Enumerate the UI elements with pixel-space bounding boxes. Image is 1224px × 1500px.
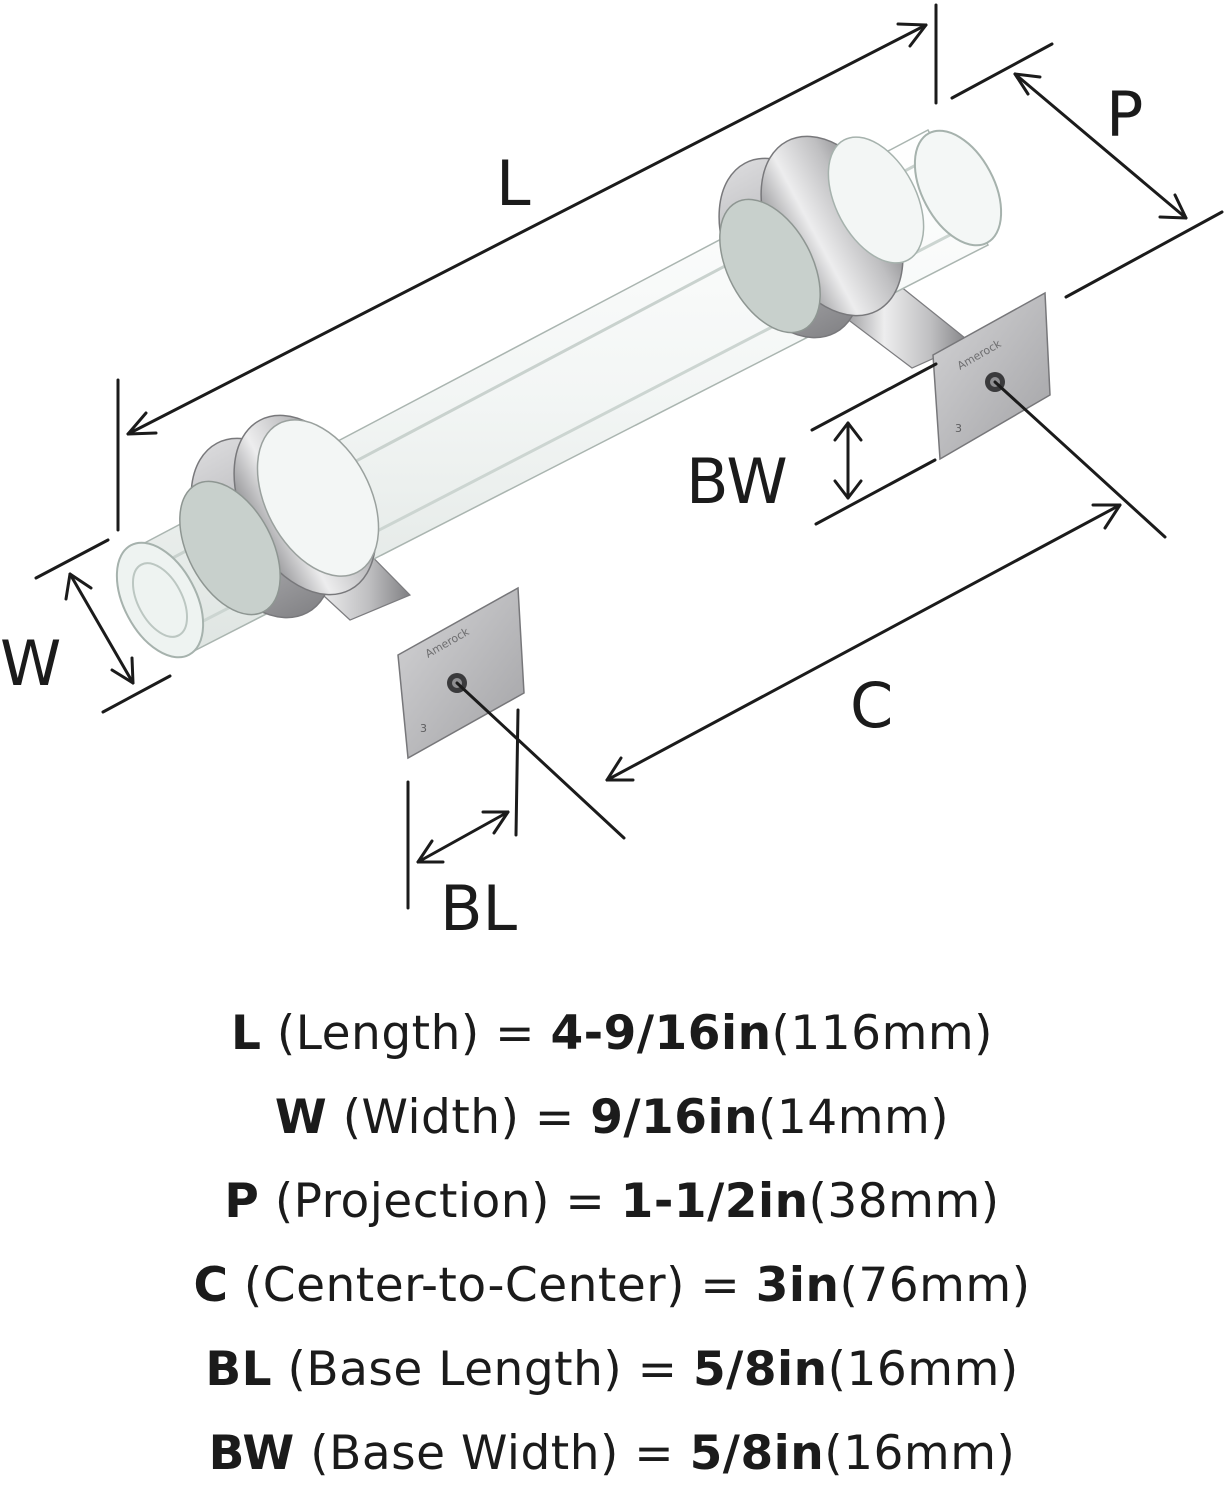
spec-imperial: 5/8in — [692, 1342, 828, 1397]
spec-row-center-to-center: C (Center-to-Center) = 3in(76mm) — [0, 1244, 1224, 1328]
spec-metric: (16mm) — [824, 1426, 1016, 1481]
dimension-spec-list: L (Length) = 4-9/16in(116mm) W (Width) =… — [0, 992, 1224, 1496]
spec-metric: (116mm) — [771, 1006, 993, 1061]
spec-name: (Base Length) = — [287, 1342, 693, 1397]
spec-imperial: 1-1/2in — [620, 1174, 809, 1229]
spec-row-projection: P (Projection) = 1-1/2in(38mm) — [0, 1160, 1224, 1244]
spec-name: (Base Width) = — [310, 1426, 690, 1481]
spec-imperial: 3in — [755, 1258, 840, 1313]
right-plate-number: 3 — [955, 422, 962, 435]
center-to-center-label: C — [850, 669, 893, 742]
spec-code: C — [193, 1258, 229, 1313]
left-base-plate — [397, 586, 525, 760]
center-line-left — [455, 681, 626, 840]
spec-imperial: 5/8in — [689, 1426, 825, 1481]
spec-imperial: 4-9/16in — [550, 1006, 772, 1061]
spec-metric: (16mm) — [827, 1342, 1019, 1397]
spec-name: (Length) = — [276, 1006, 551, 1061]
spec-row-width: W (Width) = 9/16in(14mm) — [0, 1076, 1224, 1160]
base-length-label: BL — [440, 872, 518, 945]
left-collar — [179, 414, 380, 619]
spec-code: L — [231, 1006, 262, 1061]
left-plate-number: 3 — [420, 722, 427, 735]
width-extension-bottom — [101, 674, 172, 714]
base-width-extension-top — [810, 362, 938, 432]
spec-code: BW — [208, 1426, 295, 1481]
spec-name: (Center-to-Center) = — [243, 1258, 756, 1313]
spec-code: P — [224, 1174, 260, 1229]
width-label: W — [0, 627, 61, 700]
spec-metric: (38mm) — [808, 1174, 1000, 1229]
cabinet-pull-illustration: Amerock 3 Amerock 3 — [115, 128, 1051, 760]
spec-name: (Width) = — [342, 1090, 591, 1145]
width-extension-top — [34, 538, 110, 580]
projection-extension-top — [950, 42, 1054, 100]
length-dimension-line — [126, 23, 928, 436]
spec-code: BL — [205, 1342, 273, 1397]
projection-label: P — [1106, 78, 1143, 151]
spec-imperial: 9/16in — [590, 1090, 759, 1145]
pull-dimension-diagram: Amerock 3 Amerock 3 — [0, 3, 1224, 945]
right-collar — [718, 135, 925, 339]
center-line-right — [993, 380, 1167, 539]
base-length-extension-right — [514, 708, 520, 837]
rod-right-end — [913, 129, 1003, 247]
length-label: L — [496, 147, 531, 220]
base-width-label: BW — [686, 445, 788, 518]
center-dimension-line — [605, 503, 1122, 782]
spec-code: W — [274, 1090, 328, 1145]
dimension-lines — [34, 3, 1224, 910]
projection-dimension-line — [1013, 72, 1188, 220]
rod-left-end — [115, 541, 205, 659]
base-width-extension-bottom — [814, 458, 937, 526]
width-dimension-line — [68, 572, 135, 685]
spec-metric: (76mm) — [839, 1258, 1031, 1313]
spec-metric: (14mm) — [758, 1090, 950, 1145]
spec-row-base-width: BW (Base Width) = 5/8in(16mm) — [0, 1412, 1224, 1496]
spec-row-base-length: BL (Base Length) = 5/8in(16mm) — [0, 1328, 1224, 1412]
projection-extension-bottom — [1064, 210, 1224, 299]
spec-name: (Projection) = — [274, 1174, 621, 1229]
spec-row-length: L (Length) = 4-9/16in(116mm) — [0, 992, 1224, 1076]
base-length-dimension-line — [416, 810, 510, 864]
